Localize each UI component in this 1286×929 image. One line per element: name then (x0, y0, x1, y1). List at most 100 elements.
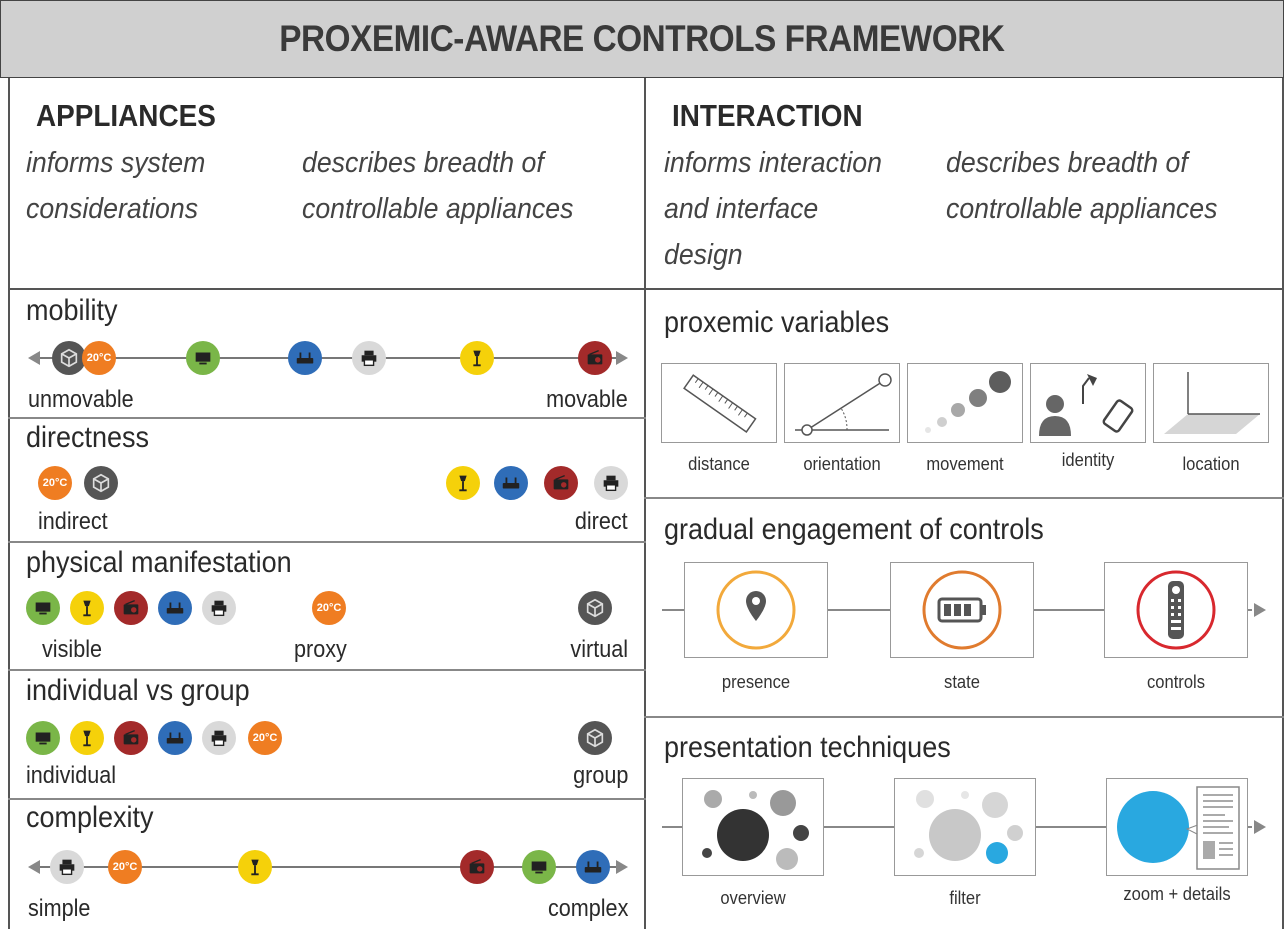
directness-title: directness (26, 421, 150, 454)
separator (8, 541, 646, 543)
right-border (1282, 78, 1284, 929)
movement-dots-icon (925, 371, 1011, 433)
group-right-label: group (572, 762, 628, 789)
thermostat-icon: 20°C (312, 591, 346, 625)
state-box (890, 562, 1034, 658)
lamp-icon (460, 341, 494, 375)
directness-right-label: direct (575, 508, 628, 535)
orientation-box (784, 363, 900, 443)
overview-label: overview (720, 888, 786, 908)
printer-icon (50, 850, 84, 884)
separator (8, 669, 646, 671)
virtual-cube-icon (84, 466, 118, 500)
thermostat-icon: 20°C (38, 466, 72, 500)
zoom-details-icon (1117, 786, 1240, 870)
arrow-right-icon (616, 860, 628, 874)
router-icon (158, 591, 192, 625)
separator (644, 288, 1284, 290)
filter-label: filter (949, 888, 981, 908)
physical-left-label: visible (42, 636, 103, 663)
engagement-title: gradual engagement of controls (664, 513, 1044, 546)
distance-box (661, 363, 777, 443)
radio-icon (114, 591, 148, 625)
location-box (1153, 363, 1269, 443)
lamp-icon (446, 466, 480, 500)
overview-bubbles-icon (702, 790, 809, 870)
screen-icon (186, 341, 220, 375)
printer-icon (202, 721, 236, 755)
router-icon (288, 341, 322, 375)
radio-icon (460, 850, 494, 884)
presence-pin-icon (716, 570, 796, 650)
printer-icon (352, 341, 386, 375)
zoom-label: zoom + details (1123, 884, 1231, 904)
lamp-icon (238, 850, 272, 884)
router-icon (158, 721, 192, 755)
complexity-axis (40, 866, 616, 868)
physical-right-label: virtual (570, 636, 628, 663)
presence-label: presence (721, 672, 791, 692)
identity-label: identity (1061, 450, 1115, 470)
screen-icon (26, 591, 60, 625)
filter-box (894, 778, 1036, 876)
filter-bubbles-icon (914, 790, 1023, 864)
ruler-icon (683, 374, 757, 433)
screen-icon (522, 850, 556, 884)
thermostat-icon: 20°C (248, 721, 282, 755)
mobility-title: mobility (26, 294, 118, 327)
location-floor-icon (1164, 372, 1260, 434)
physical-mid-label: proxy (294, 636, 347, 663)
virtual-cube-icon (578, 721, 612, 755)
router-icon (576, 850, 610, 884)
radio-icon (544, 466, 578, 500)
virtual-cube-icon (578, 591, 612, 625)
battery-icon (922, 570, 1002, 650)
arrow-right-icon (1254, 820, 1266, 834)
complexity-right-label: complex (547, 895, 628, 922)
router-icon (494, 466, 528, 500)
screen-icon (26, 721, 60, 755)
center-divider (644, 78, 646, 929)
arrow-left-icon (28, 860, 40, 874)
presentation-title: presentation techniques (664, 731, 951, 764)
angle-icon (795, 373, 892, 436)
complexity-left-label: simple (28, 895, 91, 922)
overview-box (682, 778, 824, 876)
interaction-heading: INTERACTION (672, 98, 863, 133)
mobility-axis (40, 357, 616, 359)
title-bar: PROXEMIC-AWARE CONTROLS FRAMEWORK (0, 0, 1284, 78)
virtual-cube-icon (52, 341, 86, 375)
thermostat-icon: 20°C (82, 341, 116, 375)
zoom-box (1106, 778, 1248, 876)
directness-left-label: indirect (38, 508, 108, 535)
printer-icon (202, 591, 236, 625)
page-title: PROXEMIC-AWARE CONTROLS FRAMEWORK (279, 18, 1005, 59)
lamp-icon (70, 591, 104, 625)
arrow-right-icon (616, 351, 628, 365)
mobility-right-label: movable (546, 386, 628, 413)
identity-person-icon (1039, 374, 1134, 436)
lamp-icon (70, 721, 104, 755)
arrow-left-icon (28, 351, 40, 365)
complexity-title: complexity (26, 801, 154, 834)
proxemic-title: proxemic variables (664, 306, 890, 339)
separator (644, 497, 1284, 499)
presence-box (684, 562, 828, 658)
left-border (8, 78, 10, 929)
separator (8, 417, 646, 419)
identity-box (1030, 363, 1146, 443)
radio-icon (578, 341, 612, 375)
arrow-right-icon (1254, 603, 1266, 617)
orientation-label: orientation (803, 454, 881, 474)
physical-title: physical manifestation (26, 546, 292, 579)
radio-icon (114, 721, 148, 755)
mobility-left-label: unmovable (28, 386, 134, 413)
printer-icon (594, 466, 628, 500)
state-label: state (944, 672, 980, 692)
group-title: individual vs group (26, 674, 250, 707)
distance-label: distance (688, 454, 750, 474)
